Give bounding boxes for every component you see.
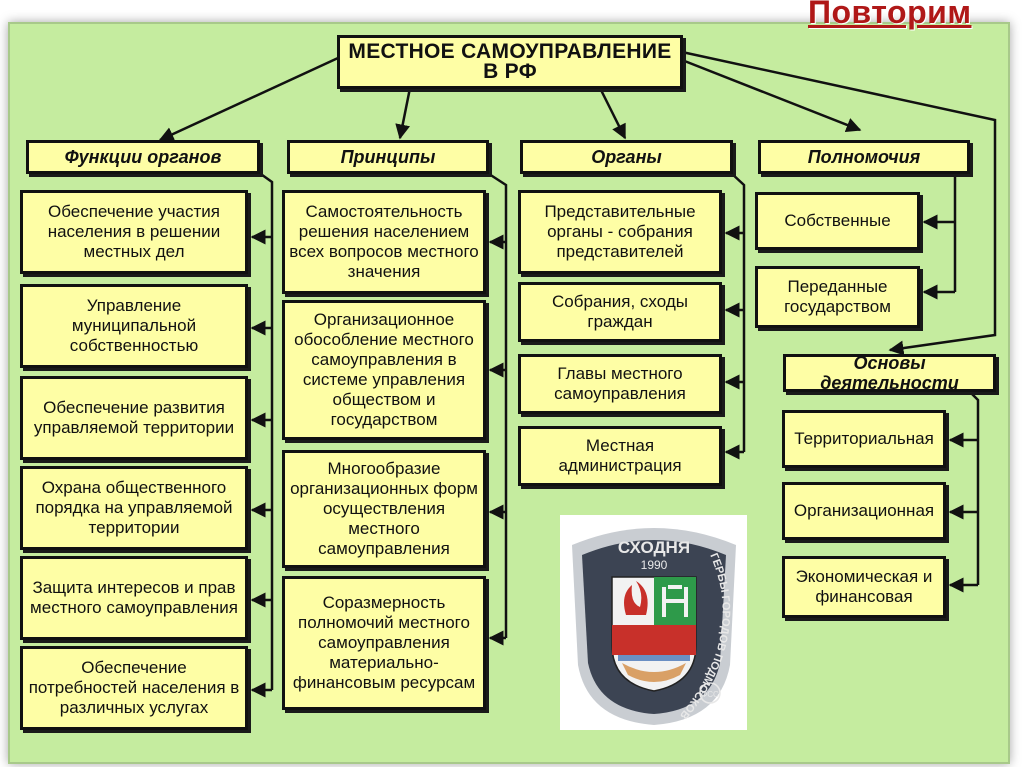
function-item-text: Обеспечение развития управляемой террито… [33,398,235,437]
function-item: Обеспечение участия населения в решении … [20,190,248,274]
basis-item: Организационная [782,482,946,540]
principle-item: Самостоятельность решения населением все… [282,190,486,294]
organ-item: Собрания, сходы граждан [518,282,722,342]
organ-item: Представительные органы - собрания предс… [518,190,722,274]
badge-mark: ФСС [701,690,719,699]
function-item-text: Защита интересов и прав местного самоупр… [30,578,238,617]
function-item: Защита интересов и прав местного самоупр… [20,556,248,640]
header-basis-text: Основы деятельности [820,353,959,393]
principle-item-text: Многообразие организационных форм осущес… [290,459,478,558]
organ-item-text: Главы местного самоуправления [554,364,686,403]
basis-item-text: Территориальная [794,429,934,448]
header-principles: Принципы [287,140,489,174]
header-basis: Основы деятельности [783,353,996,393]
header-functions: Функции органов [26,140,260,174]
function-item: Обеспечение развития управляемой террито… [20,376,248,460]
principle-item-text: Самостоятельность решения населением все… [289,202,479,281]
function-item-text: Обеспечение участия населения в решении … [47,202,221,261]
water-band [618,655,690,661]
shield-red-field [612,625,696,655]
function-item-text: Охрана общественного порядка на управляе… [35,478,233,537]
power-item: Собственные [755,192,920,250]
function-item-text: Управление муниципальной собственностью [69,296,199,355]
organ-item-text: Местная администрация [558,436,682,475]
organ-item: Местная администрация [518,426,722,486]
header-organs: Органы [520,140,733,174]
basis-item-text: Организационная [793,501,935,520]
coat-of-arms-badge: СХОДНЯ 1990 ГЕРБЫ ГОРОДОВ ПОДМОСКОВЬЯ ФС… [560,515,747,730]
principle-item: Соразмерность полномочий местного самоуп… [282,576,486,710]
function-item: Охрана общественного порядка на управляе… [20,466,248,550]
header-powers-text: Полномочия [807,147,921,167]
power-item-text: Переданные государством [784,277,891,316]
power-item: Переданные государством [755,266,920,328]
function-item: Обеспечение потребностей населения в раз… [20,646,248,730]
organ-item-text: Собрания, сходы граждан [552,292,688,331]
mark-circle [699,682,721,704]
basis-item-text: Экономическая и финансовая [795,567,933,606]
flame-icon [624,581,648,615]
function-item: Управление муниципальной собственностью [20,284,248,368]
badge-year: 1990 [641,558,668,572]
power-item-text: Собственные [784,211,891,230]
header-principles-text: Принципы [340,147,436,167]
gate-icon [662,585,688,617]
organ-item-text: Представительные органы - собрания предс… [544,202,696,261]
principle-item-text: Соразмерность полномочий местного самоуп… [292,593,476,692]
principle-item-text: Организационное обособление местного сам… [294,310,474,429]
principle-item: Организационное обособление местного сам… [282,300,486,440]
basis-item: Экономическая и финансовая [782,556,946,618]
basis-item: Территориальная [782,410,946,468]
badge-top-text: СХОДНЯ [618,538,690,557]
function-item-text: Обеспечение потребностей населения в раз… [28,658,240,717]
header-organs-text: Органы [591,147,662,167]
title-text: МЕСТНОЕ САМОУПРАВЛЕНИЕ В РФ [348,40,672,83]
repeat-label: Повторим [808,0,972,30]
principle-item: Многообразие организационных форм осущес… [282,450,486,568]
header-powers: Полномочия [758,140,970,174]
boat-icon [622,663,686,682]
organ-item: Главы местного самоуправления [518,354,722,414]
title-box: МЕСТНОЕ САМОУПРАВЛЕНИЕ В РФ [337,35,683,89]
header-functions-text: Функции органов [64,147,222,167]
